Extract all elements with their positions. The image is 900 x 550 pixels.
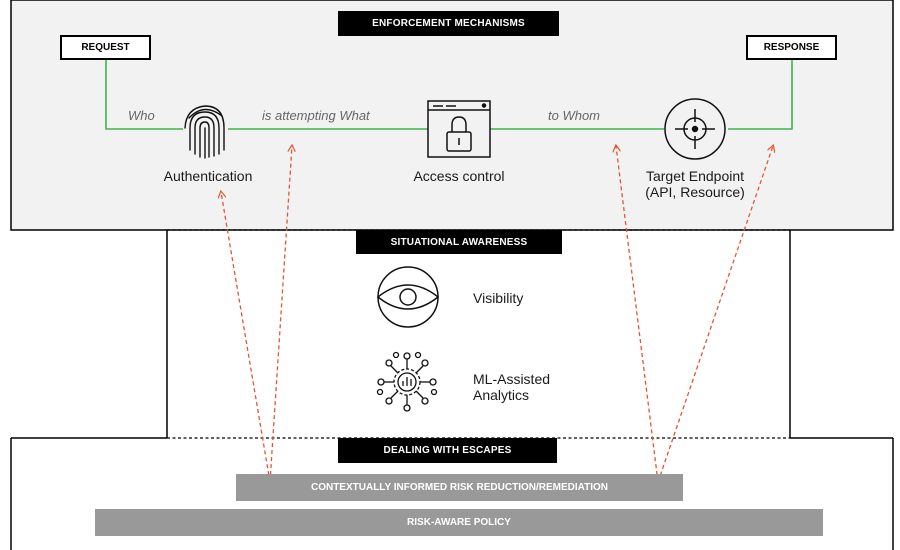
feedback-arrows (221, 146, 773, 483)
access-control-label: Access control (413, 168, 505, 184)
flow-text-what: is attempting What (262, 108, 370, 123)
target-endpoint-line2: (API, Resource) (645, 184, 745, 200)
request-box: REQUEST (60, 35, 151, 60)
visibility-label: Visibility (473, 290, 524, 306)
authentication-label: Authentication (163, 168, 253, 184)
feedback-arrow-authentication (221, 192, 271, 483)
feedback-arrow-response (657, 146, 773, 483)
section-header-enforcement: ENFORCEMENT MECHANISMS (338, 11, 559, 36)
eye-icon (376, 266, 440, 328)
response-box: RESPONSE (746, 35, 837, 60)
target-endpoint-line1: Target Endpoint (645, 168, 745, 184)
ml-analytics-line2: Analytics (473, 387, 530, 403)
risk-aware-policy-bar: RISK-AWARE POLICY (95, 509, 823, 536)
ml-analytics-icon (376, 351, 438, 412)
flow-text-whom: to Whom (548, 108, 601, 123)
target-icon (664, 98, 726, 160)
situational-awareness-frame (166, 229, 791, 438)
contextual-remediation-bar: CONTEXTUALLY INFORMED RISK REDUCTION/REM… (236, 474, 683, 501)
escapes-panel-frame (10, 437, 894, 550)
ml-analytics-label: ML-Assisted Analytics (473, 371, 550, 403)
section-header-situational: SITUATIONAL AWARENESS (356, 230, 562, 254)
fingerprint-icon (184, 105, 225, 159)
lock-window-icon (427, 100, 491, 158)
flow-line (105, 60, 793, 130)
target-endpoint-label: Target Endpoint (API, Resource) (615, 168, 775, 200)
feedback-arrow-what (269, 146, 292, 483)
section-header-escapes: DEALING WITH ESCAPES (338, 438, 557, 463)
ml-analytics-line1: ML-Assisted (473, 371, 551, 387)
feedback-arrow-whom (616, 146, 659, 483)
flow-text-who: Who (128, 108, 155, 123)
